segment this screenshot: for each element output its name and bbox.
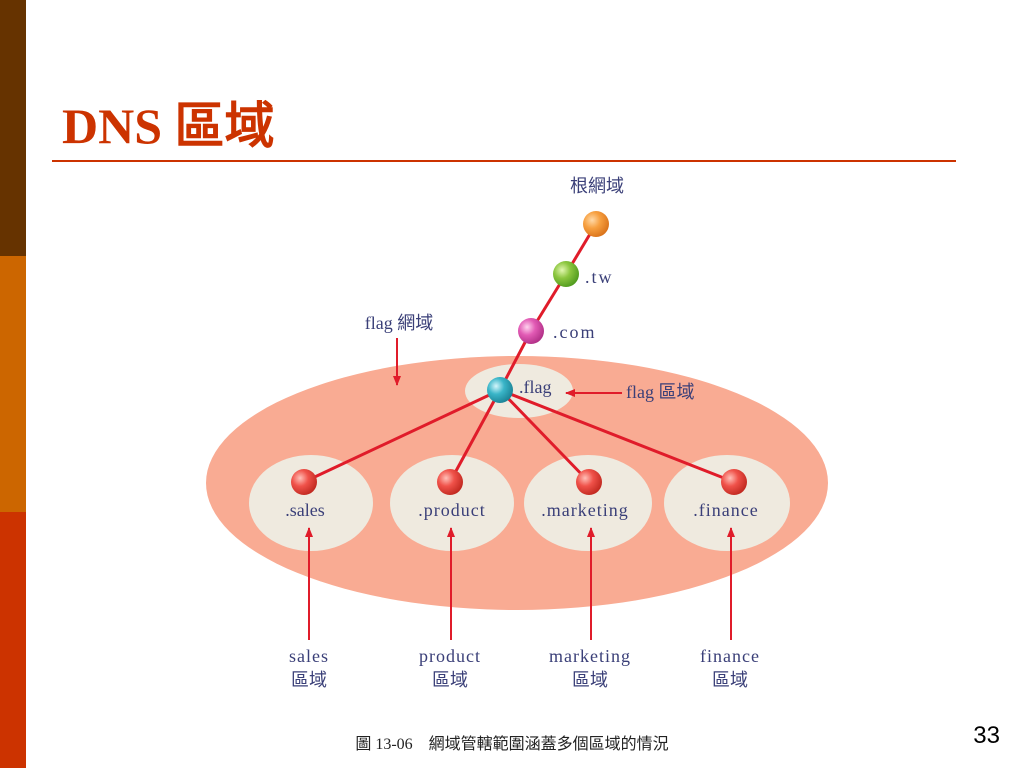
product-zone-callout-line1: product — [419, 646, 481, 666]
finance-label: .finance — [693, 500, 758, 520]
finance-node — [721, 469, 747, 495]
sales-zone-callout-line2: 區域 — [291, 670, 327, 690]
flag-domain-callout: flag 網域 — [365, 313, 433, 333]
flag-domain-ellipse — [206, 356, 828, 610]
sidebar-segment-middle — [0, 256, 26, 512]
tw-node — [553, 261, 579, 287]
sidebar-segment-bottom — [0, 512, 26, 768]
root-label: 根網域 — [570, 176, 624, 196]
finance-zone-callout-line1: finance — [700, 646, 760, 666]
root-node — [583, 211, 609, 237]
edge-flag-sales — [303, 388, 501, 484]
figure-caption: 圖 13-06 網域管轄範圍涵蓋多個區域的情況 — [355, 736, 669, 753]
marketing-zone-callout-line1: marketing — [549, 646, 631, 666]
flag-label: .flag — [519, 377, 551, 397]
finance-zone-ellipse — [664, 455, 790, 551]
com-node — [518, 318, 544, 344]
product-node — [437, 469, 463, 495]
flag-node — [487, 377, 513, 403]
slide-sidebar — [0, 0, 26, 768]
callout-arrows — [305, 338, 735, 640]
product-zone-ellipse — [390, 455, 514, 551]
sales-node — [291, 469, 317, 495]
edge-flag-product — [448, 389, 502, 483]
title-underline — [52, 160, 956, 162]
edge-flag-finance — [499, 388, 735, 484]
finance-zone-callout-line2: 區域 — [712, 670, 748, 690]
edge-flag-marketing — [498, 388, 591, 484]
product-zone-callout-line2: 區域 — [432, 670, 468, 690]
sales-zone-ellipse — [249, 455, 373, 551]
tw-label: .tw — [585, 267, 614, 287]
flag-zone-callout: flag 區域 — [626, 382, 694, 402]
marketing-label: .marketing — [541, 500, 628, 520]
product-label: .product — [418, 500, 485, 520]
page-number: 33 — [973, 722, 1000, 749]
marketing-zone-callout-line2: 區域 — [572, 670, 608, 690]
sidebar-segment-top — [0, 0, 26, 256]
marketing-node — [576, 469, 602, 495]
marketing-zone-ellipse — [524, 455, 652, 551]
com-label: .com — [553, 322, 597, 342]
slide-title: DNS 區域 — [62, 98, 275, 154]
sales-zone-callout-line1: sales — [289, 646, 329, 666]
sales-label: .sales — [285, 500, 325, 520]
